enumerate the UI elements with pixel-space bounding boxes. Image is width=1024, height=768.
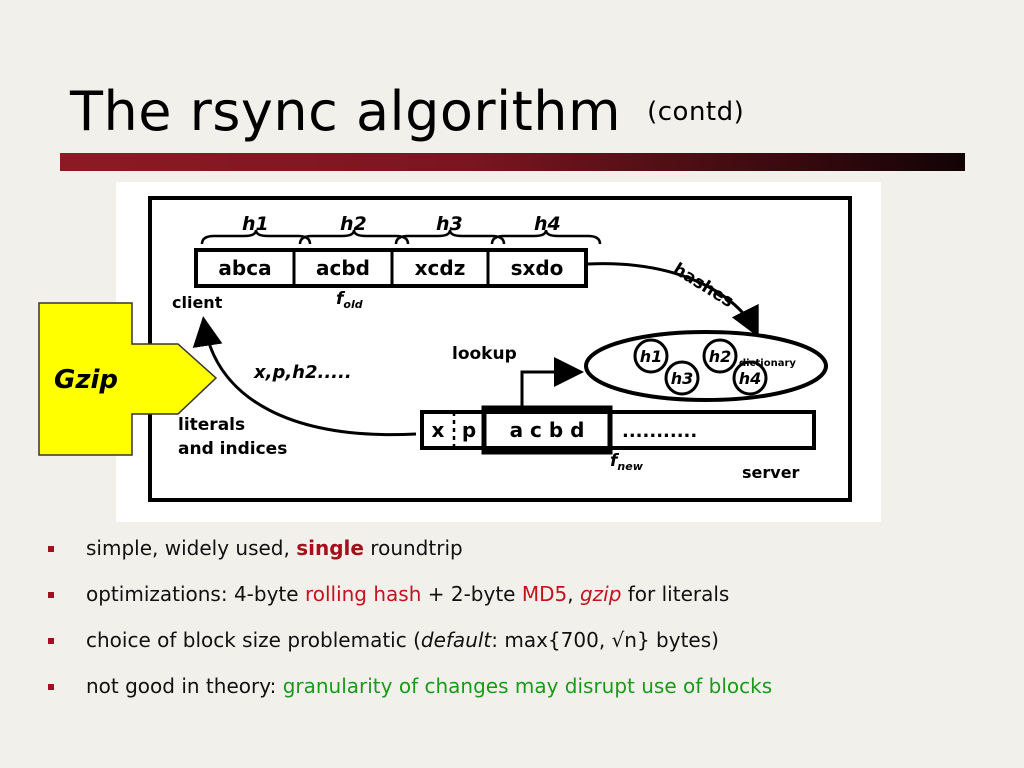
dict-hash-circle-1: [633, 338, 669, 374]
client-label: client: [172, 293, 223, 312]
dict-hash-4: h4: [739, 369, 762, 388]
rsync-diagram: h1 h2 h3 h4 abca acbd xcdz sxdo client f…: [116, 182, 881, 522]
fnew-label: fnew: [610, 451, 644, 473]
block-3: xcdz: [415, 256, 466, 280]
server-cell-rest: ...........: [622, 421, 697, 442]
title-subtitle: (contd): [647, 97, 745, 127]
dict-hash-1: h1: [640, 347, 663, 366]
gzip-label: Gzip: [54, 365, 118, 395]
dict-hash-2: h2: [709, 347, 732, 366]
dict-hash-circle-2: [702, 338, 738, 374]
server-label: server: [742, 463, 800, 482]
dict-hash-circle-3: [664, 360, 700, 396]
server-cell-match: a c b d: [510, 418, 585, 442]
hashes-label: hashes: [669, 259, 737, 312]
server-cell-p: p: [462, 418, 476, 442]
lookup-label: lookup: [452, 344, 517, 364]
bullet-item-3: choice of block size problematic (defaul…: [48, 624, 1008, 670]
return-arrow: [192, 316, 417, 437]
gzip-arrow-shape: [38, 302, 218, 456]
dict-hash-3: h3: [671, 369, 694, 388]
hash-label-4: h4: [534, 213, 561, 235]
bullet-list: simple, widely used, single roundtrip op…: [48, 532, 1008, 716]
server-file-box: [420, 410, 816, 450]
title-text: The rsync algorithm: [70, 80, 622, 143]
dictionary-ellipse: [584, 330, 828, 402]
dictionary-label: dictionary: [739, 358, 796, 369]
title-rule: [60, 153, 965, 171]
block-2: acbd: [316, 256, 370, 280]
fold-label: fold: [336, 289, 363, 311]
literals-label-line2: and indices: [178, 439, 287, 459]
hash-label-3: h3: [436, 213, 463, 235]
server-cell-x: x: [432, 418, 445, 442]
bullet-item-1: simple, widely used, single roundtrip: [48, 532, 1008, 578]
lookup-arrow: [520, 357, 584, 410]
gzip-callout: Gzip: [38, 302, 218, 456]
block-4: sxdo: [511, 256, 564, 280]
server-match-window: [481, 405, 613, 455]
hash-label-1: h1: [242, 213, 269, 235]
dict-hash-circle-4: [732, 360, 768, 396]
slide-title: The rsync algorithm (contd): [70, 80, 744, 143]
literals-label-line1: literals: [178, 415, 245, 435]
hashes-arrow: [587, 262, 759, 338]
sent-data-label: x,p,h2.....: [253, 362, 352, 383]
bullet-item-4: not good in theory: granularity of chang…: [48, 670, 1008, 716]
brace-4: [490, 229, 602, 245]
bullet-item-2: optimizations: 4-byte rolling hash + 2-b…: [48, 578, 1008, 624]
block-1: abca: [218, 256, 271, 280]
hash-label-2: h2: [340, 213, 367, 235]
